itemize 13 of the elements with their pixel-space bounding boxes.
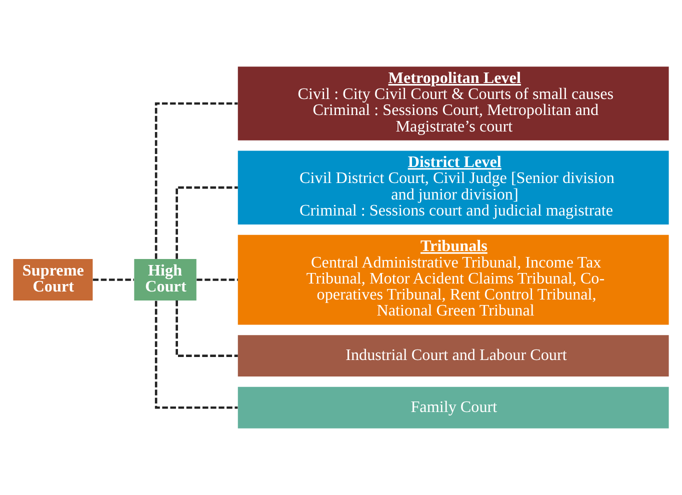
connector (196, 278, 238, 281)
node-box: High Court (134, 259, 196, 300)
connector (154, 300, 238, 409)
connector (92, 278, 134, 281)
node-box: Industrial Court and Labour Court (238, 335, 669, 377)
node-box: Tribunals Central Administrative Tribunal, Income Tax Tribunal, Motor Acident Claims Tribunal, Co-operatives Tribunal, Rent Control Tribunal, National Green Tribunal (238, 234, 669, 325)
node-box: Family Court (238, 386, 669, 428)
node-box: Metropolitan Level Civil : City Civil Court & Courts of small causes Criminal : Sessions Court, Metropolitan and Magistrate’s court (238, 66, 669, 140)
node-box: Supreme Court (13, 259, 93, 300)
connector (176, 300, 238, 357)
connector (154, 102, 238, 259)
node-box: District Level Civil District Court, Civil Judge [Senior division and junior division] Criminal : Sessions court and judicial magistrate (238, 150, 669, 224)
connector (176, 186, 238, 259)
